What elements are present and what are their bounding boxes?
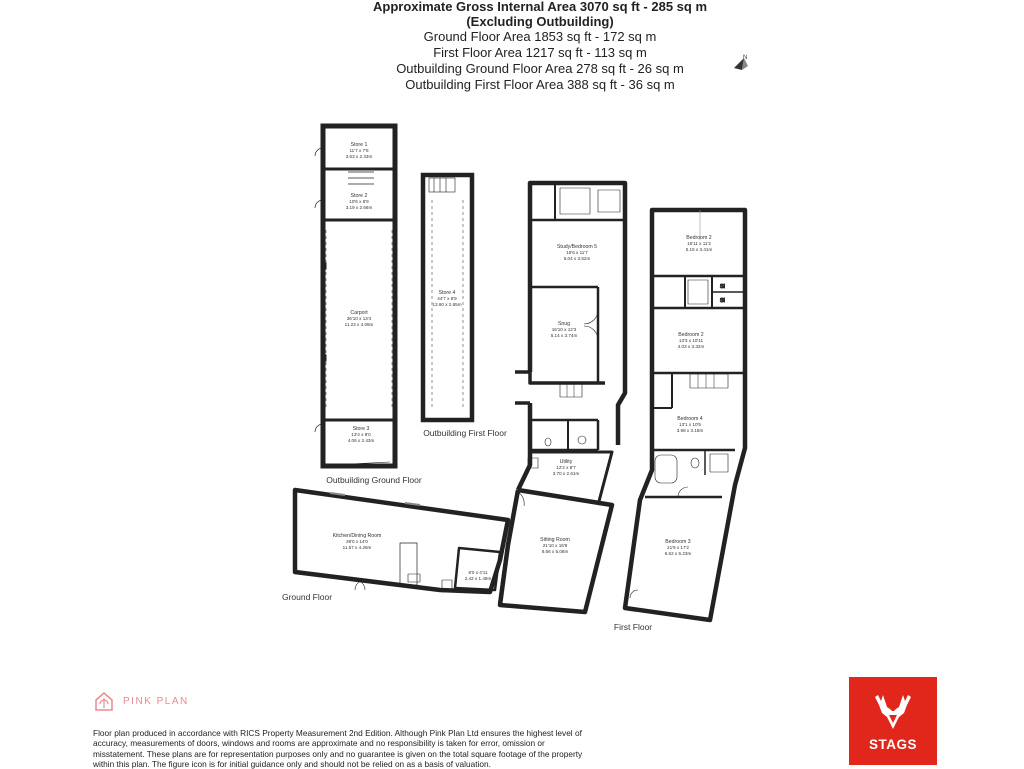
room-dim-metric: 11.22 x 4.06m bbox=[345, 322, 374, 327]
gross-area-title: Approximate Gross Internal Area 3070 sq … bbox=[372, 0, 708, 14]
room-dim-imperial: 16'10 x 12'3 bbox=[552, 327, 577, 332]
room-bedroom-3: Bedroom 3 21'9 x 17'2 6.62 x 5.23m bbox=[665, 539, 692, 556]
room-dim-imperial: 11'7 x 7'8 bbox=[349, 148, 368, 153]
room-dim-metric: 6.66 x 5.08m bbox=[542, 549, 569, 554]
room-snug: Snug 16'10 x 12'3 5.14 x 3.74m bbox=[551, 321, 578, 338]
stag-head-icon bbox=[875, 695, 911, 729]
area-outbuilding-ground: Outbuilding Ground Floor Area 278 sq ft … bbox=[396, 61, 684, 76]
gross-area-note: (Excluding Outbuilding) bbox=[466, 14, 614, 29]
area-ground-floor: Ground Floor Area 1853 sq ft - 172 sq m bbox=[423, 29, 657, 44]
room-si-2: SI bbox=[720, 298, 725, 304]
room-store-2: Store 2 10'6 x 8'9 3.19 x 2.66m bbox=[346, 193, 373, 210]
room-name: Store 4 bbox=[439, 290, 456, 296]
room-dim-metric: 5.15 x 3.41m bbox=[686, 247, 713, 252]
room-small-store: 8'0 x 4'11 2.42 x 1.49m bbox=[465, 570, 492, 581]
area-first-floor: First Floor Area 1217 sq ft - 113 sq m bbox=[433, 45, 647, 60]
pink-plan-label: PINK PLAN bbox=[123, 695, 189, 707]
floor-label-outbuilding-ground: Outbuilding Ground Floor bbox=[326, 475, 422, 485]
area-outbuilding-first: Outbuilding First Floor Area 388 sq ft -… bbox=[405, 77, 675, 92]
room-name: Utility bbox=[560, 459, 573, 465]
room-dim-imperial: 12'2 x 8'7 bbox=[556, 465, 576, 470]
room-store-3: Store 3 13'4 x 8'0 4.06 x 2.43m bbox=[348, 426, 375, 443]
room-dim-imperial: 44'7 x 8'9 bbox=[437, 296, 457, 301]
room-name: Carport bbox=[350, 310, 368, 316]
room-dim-metric: 11.57 x 4.26m bbox=[343, 545, 372, 550]
compass-label: N bbox=[743, 55, 747, 61]
room-dim-metric: 2.42 x 1.49m bbox=[465, 576, 492, 581]
floor-label-first: First Floor bbox=[614, 622, 652, 632]
north-compass-icon: N bbox=[734, 55, 748, 70]
room-dim-imperial: 10'6 x 8'9 bbox=[349, 199, 369, 204]
room-dim-imperial: 16'11 x 11'2 bbox=[687, 241, 711, 246]
room-dim-metric: 13.60 x 2.65m bbox=[432, 302, 461, 307]
room-dim-metric: 3.53 x 2.33m bbox=[346, 154, 373, 159]
room-dim-imperial: 13'1 x 10'5 bbox=[679, 422, 701, 427]
room-carport: Carport 36'10 x 13'4 11.22 x 4.06m bbox=[345, 310, 374, 327]
room-store-4: Store 4 44'7 x 8'9 13.60 x 2.65m bbox=[432, 290, 461, 307]
room-dim-metric: 3.98 x 3.18m bbox=[677, 428, 704, 433]
room-kitchen-dining: Kitchen/Dining Room 38'0 x 14'0 11.57 x … bbox=[333, 533, 382, 550]
room-name: Sitting Room bbox=[540, 537, 570, 543]
ground-floor-plan bbox=[292, 180, 628, 615]
room-name: Snug bbox=[558, 321, 570, 327]
room-name: Store 2 bbox=[351, 193, 368, 199]
room-dim-metric: 6.62 x 5.23m bbox=[665, 551, 692, 556]
room-dim-imperial: 21'10 x 16'8 bbox=[543, 543, 568, 548]
plan-header: Approximate Gross Internal Area 3070 sq … bbox=[0, 0, 1024, 93]
room-name: Bedroom 2 bbox=[686, 235, 711, 241]
house-icon bbox=[95, 692, 113, 711]
stags-wordmark: STAGS bbox=[868, 737, 917, 752]
room-name: Bedroom 4 bbox=[677, 416, 702, 422]
room-dim-metric: 4.03 x 3.32m bbox=[678, 344, 705, 349]
room-dim-imperial: 8'0 x 4'11 bbox=[468, 570, 487, 575]
room-dim-metric: 5.04 x 3.52m bbox=[564, 256, 591, 261]
outbuilding-first-floor-plan bbox=[420, 172, 475, 423]
room-dim-metric: 4.06 x 2.43m bbox=[348, 438, 375, 443]
room-name: Bedroom 3 bbox=[665, 539, 690, 545]
room-dim-imperial: 13'3 x 10'11 bbox=[679, 338, 704, 343]
room-dim-metric: 5.14 x 3.74m bbox=[551, 333, 578, 338]
room-dim-imperial: 21'9 x 17'2 bbox=[667, 545, 689, 550]
floor-label-ground: Ground Floor bbox=[282, 592, 332, 602]
room-name: Bedroom 2 bbox=[678, 332, 703, 338]
room-si-1: SI bbox=[720, 284, 725, 290]
stags-logo: STAGS bbox=[849, 677, 937, 765]
room-dim-imperial: 38'0 x 14'0 bbox=[346, 539, 368, 544]
room-bedroom-2-lower: Bedroom 2 13'3 x 10'11 4.03 x 3.32m bbox=[678, 332, 705, 349]
room-sitting-room: Sitting Room 21'10 x 16'8 6.66 x 5.08m bbox=[540, 537, 570, 554]
room-dim-imperial: 36'10 x 13'4 bbox=[347, 316, 372, 321]
disclaimer-text: Floor plan produced in accordance with R… bbox=[93, 728, 583, 769]
first-floor-plan: SI SI bbox=[622, 207, 748, 623]
room-name: Study/Bedroom 5 bbox=[557, 244, 597, 250]
room-utility: Utility 12'2 x 8'7 3.70 x 2.61m bbox=[553, 459, 580, 476]
room-dim-imperial: 13'4 x 8'0 bbox=[351, 432, 371, 437]
room-bedroom-2-upper: Bedroom 2 16'11 x 11'2 5.15 x 3.41m bbox=[686, 235, 713, 252]
room-dim-metric: 3.70 x 2.61m bbox=[553, 471, 580, 476]
floor-label-outbuilding-first: Outbuilding First Floor bbox=[423, 428, 507, 438]
room-name: Store 1 bbox=[351, 142, 368, 148]
outbuilding-ground-floor-plan bbox=[314, 123, 398, 469]
room-name: Store 3 bbox=[353, 426, 370, 432]
room-dim-metric: 3.19 x 2.66m bbox=[346, 205, 373, 210]
room-name: Kitchen/Dining Room bbox=[333, 533, 382, 539]
pink-plan-logo: PINK PLAN bbox=[93, 689, 189, 713]
room-store-1: Store 1 11'7 x 7'8 3.53 x 2.33m bbox=[346, 142, 373, 159]
room-study-bedroom-5: Study/Bedroom 5 16'6 x 11'7 5.04 x 3.52m bbox=[557, 244, 597, 261]
room-dim-imperial: 16'6 x 11'7 bbox=[566, 250, 588, 255]
room-bedroom-4: Bedroom 4 13'1 x 10'5 3.98 x 3.18m bbox=[677, 416, 704, 433]
